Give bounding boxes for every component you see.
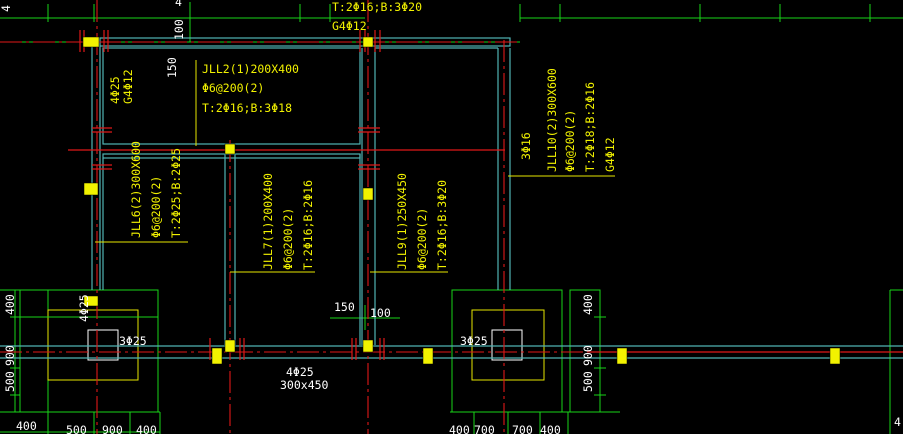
jll10-side: 3Φ16 (519, 132, 533, 160)
left-vdim-4: 400 (16, 419, 37, 433)
right-vdim-3: 500 (581, 371, 595, 392)
bottom-beam-size: 300x450 (280, 378, 329, 392)
node (362, 339, 374, 353)
right-hdim-2: 700 (474, 423, 495, 434)
left-footing-bars-side: 3Φ25 (119, 334, 147, 348)
jll2-stirrup: Φ6@200(2) (202, 81, 264, 95)
junction-nodes[interactable] (82, 36, 841, 365)
dim-100-top: 100 (172, 19, 186, 40)
right-hdim-1: 400 (449, 423, 470, 434)
far-right-outline (569, 289, 903, 413)
top-edge-left: 4 (0, 5, 13, 12)
node (616, 347, 628, 365)
node (211, 347, 223, 365)
jll10-stirrup: Φ6@200(2) (563, 110, 577, 172)
left-hdim-1: 500 (66, 423, 87, 434)
jll10-torsion: G4Φ12 (603, 137, 617, 172)
right-vdim-1: 400 (581, 294, 595, 315)
jll6-name: JLL6(2)300X600 (129, 141, 143, 238)
jll10-reinf: T:2Φ18;B:2Φ16 (583, 82, 597, 172)
left-upper-bars: 4Φ25 (108, 76, 122, 104)
jll9-stirrup: Φ6@200(2) (415, 208, 429, 270)
jll6-reinf: T:2Φ25;B:2Φ25 (169, 148, 183, 238)
node (224, 143, 236, 155)
leader-lines (95, 60, 615, 273)
node (829, 347, 841, 365)
left-vdim-3: 500 (3, 371, 17, 392)
left-upper-torsion: G4Φ12 (121, 69, 135, 104)
node (224, 339, 236, 353)
jll9-reinf: T:2Φ16;B:3Φ20 (435, 180, 449, 270)
left-hdim-2: 900 (102, 423, 123, 434)
top-reinf: T:2Φ16;B:3Φ20 (332, 0, 422, 14)
right-vdim-2: 900 (581, 345, 595, 366)
node (82, 36, 100, 48)
top-torsion: G4Φ12 (332, 19, 367, 33)
bottom-beam-bars: 4Φ25 (286, 365, 314, 379)
node (362, 187, 374, 201)
jll7-stirrup: Φ6@200(2) (281, 208, 295, 270)
node (83, 295, 99, 307)
jll7-name: JLL7(1)200X400 (261, 173, 275, 270)
right-hdim-3: 700 (512, 423, 533, 434)
top-edge-mid: 4 (175, 0, 182, 9)
jll2-name: JLL2(1)200X400 (202, 62, 299, 76)
node (83, 182, 99, 196)
left-vdim-2: 900 (3, 345, 17, 366)
jll6-stirrup: Φ6@200(2) (149, 176, 163, 238)
right-hdim-4: 400 (540, 423, 561, 434)
jll10-name: JLL10(2)300X600 (545, 68, 559, 172)
mid-dim-100: 100 (370, 306, 391, 320)
jll9-name: JLL9(1)250X450 (395, 173, 409, 270)
left-footing[interactable] (19, 289, 159, 413)
node (422, 347, 434, 365)
left-footing-bars-top: 4Φ25 (77, 294, 91, 322)
right-footing[interactable] (451, 289, 563, 413)
jll7-reinf: T:2Φ16;B:2Φ16 (301, 180, 315, 270)
left-vdim-1: 400 (3, 294, 17, 315)
node (362, 36, 374, 48)
mid-dim-150: 150 (334, 300, 355, 314)
right-footing-bars-side: 3Φ25 (460, 334, 488, 348)
left-hdim-3: 400 (136, 423, 157, 434)
right-edge-label: 4 (894, 415, 901, 429)
jll2-reinf: T:2Φ16;B:3Φ18 (202, 101, 292, 115)
dim-150-left: 150 (165, 57, 179, 78)
